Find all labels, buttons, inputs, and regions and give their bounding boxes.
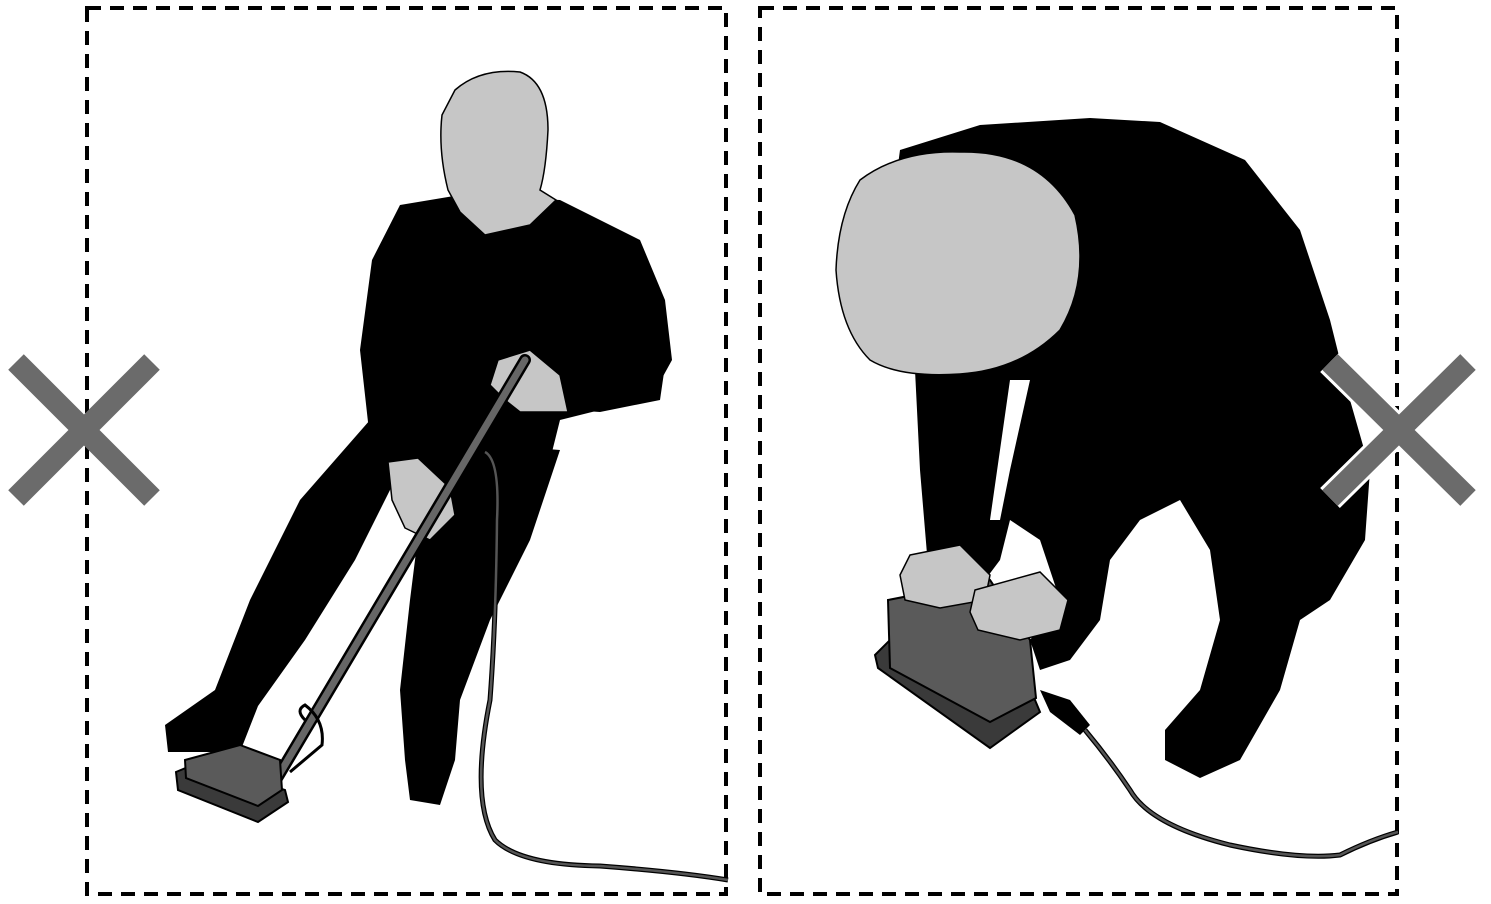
person-kneeling-pictogram (836, 118, 1398, 856)
head (836, 152, 1080, 375)
person-standing-pictogram (165, 71, 728, 880)
panel-left (16, 8, 728, 894)
panel-right (760, 8, 1468, 894)
x-mark-icon (16, 362, 152, 498)
